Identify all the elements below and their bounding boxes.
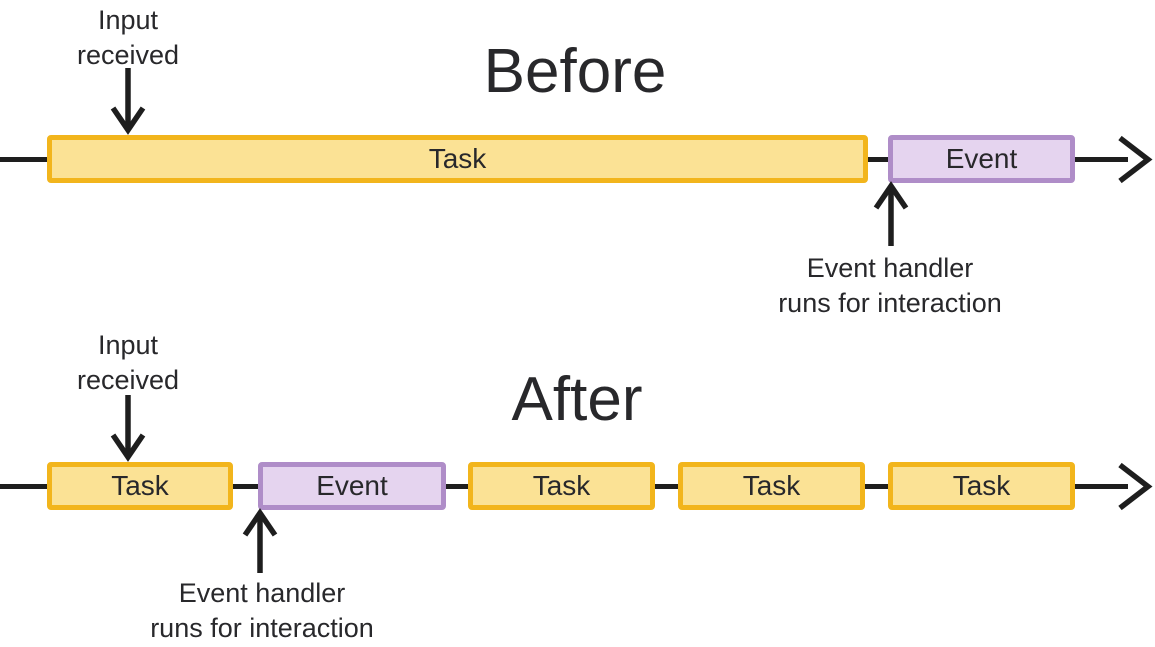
before-handler-up-arrow-icon xyxy=(873,181,909,246)
before-input-received-label: Input received xyxy=(76,5,180,70)
after-task-box-1: Task xyxy=(47,462,233,510)
before-event-handler-label: Event handler runs for interaction xyxy=(778,253,1002,318)
after-handler-up-arrow-icon xyxy=(242,508,278,573)
after-event-handler-label: Event handler runs for interaction xyxy=(150,578,374,643)
after-input-down-arrow-icon xyxy=(110,395,146,462)
before-title: Before xyxy=(483,37,667,106)
after-input-received-label: Input received xyxy=(76,330,180,395)
after-task-label-2: Task xyxy=(532,470,591,501)
after-event-label: Event xyxy=(316,470,388,501)
after-task-label-3: Task xyxy=(742,470,801,501)
after-task-label-4: Task xyxy=(952,470,1011,501)
after-task-box-2: Task xyxy=(468,462,655,510)
before-event-label: Event xyxy=(945,143,1018,174)
before-timeline-arrowhead-icon xyxy=(1118,135,1153,184)
after-task-box-3: Task xyxy=(678,462,865,510)
before-event-box: Event xyxy=(888,135,1075,183)
after-event-box: Event xyxy=(258,462,446,510)
after-task-label-1: Task xyxy=(111,470,169,501)
before-task-label: Task xyxy=(428,143,487,174)
after-timeline-arrowhead-icon xyxy=(1118,462,1153,511)
after-title: After xyxy=(511,365,643,434)
before-input-down-arrow-icon xyxy=(110,68,146,135)
before-task-box: Task xyxy=(47,135,868,183)
after-task-box-4: Task xyxy=(888,462,1075,510)
